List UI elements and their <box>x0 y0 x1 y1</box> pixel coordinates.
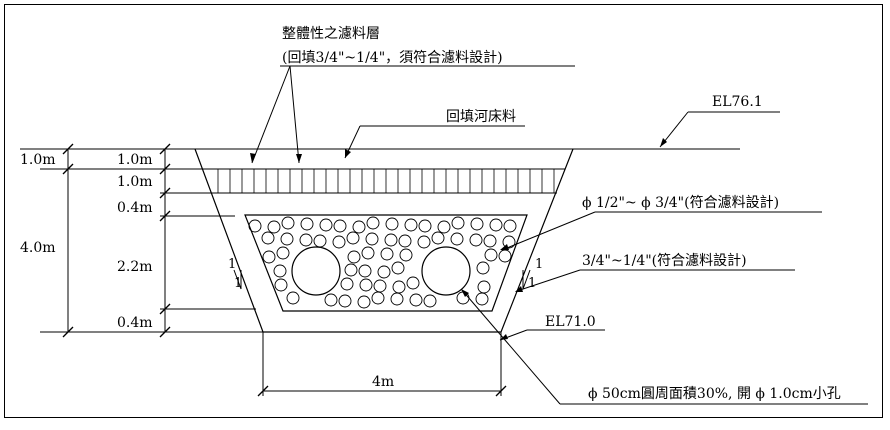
gravel-stone <box>352 220 366 234</box>
gravel-stone <box>377 265 391 279</box>
gravel-stone <box>385 217 399 231</box>
gravel-stone <box>262 250 276 264</box>
gravel-stone <box>361 246 375 260</box>
gravel-stone <box>359 278 373 292</box>
gravel-stone <box>365 232 379 246</box>
inner-dim-22: 2.2m <box>117 259 153 275</box>
gravel-stone <box>371 291 385 305</box>
inner-dim-04-bottom: 0.4m <box>117 315 153 331</box>
gravel-stone <box>338 294 352 308</box>
inner-dim-04-top: 0.4m <box>117 200 153 216</box>
gravel-stone <box>489 218 503 232</box>
gravel-stone <box>431 231 445 245</box>
gravel-stone <box>406 276 420 290</box>
gravel-stone <box>347 250 361 264</box>
gravel-stone <box>299 233 313 247</box>
inner-dim-1m-b: 1.0m <box>117 174 153 190</box>
slope-left-bottom: 1 <box>234 276 242 291</box>
gravel-stone <box>391 261 405 275</box>
gravel-stone <box>344 263 358 277</box>
gravel-stone <box>390 292 404 306</box>
gravel-stone <box>404 218 418 232</box>
gravel-stone <box>267 220 281 234</box>
gravel-stone <box>392 280 406 294</box>
gravel-stone <box>281 216 295 230</box>
gravel-stone <box>399 248 413 262</box>
gravel-stone <box>276 246 290 260</box>
gravel-stone <box>418 219 432 233</box>
inner-dim-1m-a: 1.0m <box>117 152 153 168</box>
perforated-pipe-right <box>421 246 471 296</box>
gravel-large-label: ϕ 1/2"~ ϕ 3/4"(符合濾料設計) <box>582 195 779 211</box>
gravel-stone <box>373 279 387 293</box>
gravel-stone <box>366 216 380 230</box>
gravel-stone <box>313 234 327 248</box>
slope-right-top: 1 <box>535 257 543 272</box>
gravel-stone <box>346 231 360 245</box>
outer-dim-1m: 1.0m <box>20 152 56 168</box>
gravel-stone <box>450 232 464 246</box>
gravel-stone <box>261 231 275 245</box>
gravel-stone <box>477 280 491 294</box>
filter-hatch-band <box>217 169 555 193</box>
outer-dim-4m: 4.0m <box>20 240 56 256</box>
gravel-circles <box>248 216 517 309</box>
leader-lines <box>251 65 868 405</box>
el-top-label: EL76.1 <box>712 94 763 110</box>
width-dim-label: 4m <box>372 374 394 390</box>
gravel-stone <box>273 264 287 278</box>
gravel-stone <box>498 249 512 263</box>
gravel-stone <box>469 233 483 247</box>
inner-dim-ticks <box>159 143 171 338</box>
gravel-stone <box>483 234 497 248</box>
gravel-stone <box>248 219 262 233</box>
gravel-stone <box>398 234 412 248</box>
gravel-stone <box>423 294 437 308</box>
filter-layer-subtitle: (回填3/4"~1/4"，須符合濾料設計) <box>282 50 503 66</box>
gravel-stone <box>384 233 398 247</box>
width-dim-ticks <box>257 385 507 397</box>
gravel-stone <box>380 247 394 261</box>
gravel-stone <box>451 216 465 230</box>
gravel-stone <box>437 220 451 234</box>
pipe-note-label: ϕ 50cm圓周面積30%, 開 ϕ 1.0cm小孔 <box>588 386 841 402</box>
gravel-stone <box>274 278 288 292</box>
gravel-stone <box>333 219 347 233</box>
slope-right-bottom: 1 <box>528 276 536 291</box>
gravel-stone <box>470 217 484 231</box>
gravel-small-label: 3/4"~1/4"(符合濾料設計) <box>582 253 747 269</box>
gravel-stone <box>503 219 517 233</box>
slope-left-top: 1 <box>228 257 236 272</box>
gravel-stone <box>324 293 338 307</box>
gravel-stone <box>340 277 354 291</box>
gravel-stone <box>300 217 314 231</box>
gravel-stone <box>417 235 431 249</box>
gravel-stone <box>484 248 498 262</box>
backfill-riverbed-label: 回填河床料 <box>446 109 516 125</box>
outer-dim-ticks <box>62 143 74 338</box>
gravel-stone <box>502 235 516 249</box>
el-bottom-label: EL71.0 <box>545 314 596 330</box>
gravel-stone <box>357 295 371 309</box>
filter-polygon <box>244 214 528 312</box>
gravel-stone <box>319 218 333 232</box>
trench-outline <box>194 148 574 333</box>
gravel-stone <box>286 291 300 305</box>
gravel-stone <box>280 232 294 246</box>
gravel-stone <box>476 261 490 275</box>
perforated-pipe-left <box>291 246 341 296</box>
gravel-stone <box>409 293 423 307</box>
filter-layer-title: 整體性之濾料層 <box>282 26 380 42</box>
gravel-stone <box>358 264 372 278</box>
gravel-stone <box>475 292 489 306</box>
frame-border <box>4 4 883 418</box>
leader-arrowheads <box>250 138 667 340</box>
gravel-stone <box>332 235 346 249</box>
